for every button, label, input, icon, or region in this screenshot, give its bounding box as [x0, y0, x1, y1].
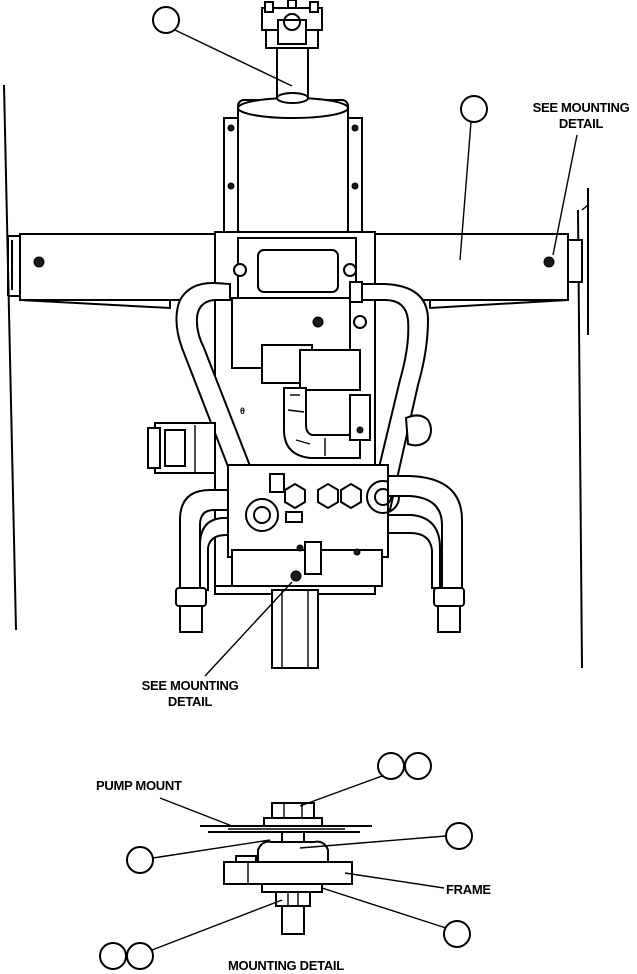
callout-circle-top — [152, 6, 180, 34]
see-mounting-right-line1: SEE MOUNTING — [532, 100, 630, 115]
see-mounting-right-line2: DETAIL — [558, 116, 604, 131]
right-bracket — [349, 394, 432, 447]
frame-rail-left — [3, 84, 17, 631]
valve-block — [227, 464, 400, 587]
leader-line-right — [459, 121, 472, 261]
filler-neck — [261, 0, 323, 104]
reservoir-tank — [223, 97, 363, 236]
mounting-bolt-right — [543, 256, 555, 268]
callout-circle-detail-e2 — [126, 942, 154, 970]
see-mounting-detail-label-bottom: SEE MOUNTING DETAIL — [130, 678, 250, 710]
leader-line-pump-mount — [159, 797, 233, 827]
pump-mount-label: PUMP MOUNT — [96, 778, 182, 793]
lower-housing — [214, 570, 376, 669]
see-mounting-bottom-line1: SEE MOUNTING — [141, 678, 239, 693]
leader-line-detail-b — [299, 835, 447, 849]
return-hose-right — [387, 475, 465, 633]
mounting-detail-drawing — [200, 802, 372, 935]
frame-label: FRAME — [446, 882, 491, 897]
callout-circle-detail-c — [126, 846, 154, 874]
see-mounting-bottom-line2: DETAIL — [167, 694, 213, 709]
mounting-detail-title: MOUNTING DETAIL — [228, 958, 344, 973]
suction-hose-left — [175, 281, 270, 520]
callout-circle-detail-a2 — [404, 752, 432, 780]
leader-line-detail-e — [151, 899, 283, 951]
callout-circle-detail-d — [443, 920, 471, 948]
frame-rail-right — [577, 188, 589, 669]
side-motor — [147, 422, 216, 474]
leader-line-top — [174, 29, 293, 87]
leader-line-see-mounting-right — [552, 134, 578, 256]
see-mounting-detail-label-right: SEE MOUNTING DETAIL — [526, 100, 636, 132]
leader-line-frame — [344, 872, 445, 889]
callout-circle-detail-a1 — [377, 752, 405, 780]
callout-circle-right — [460, 95, 488, 123]
callout-circle-detail-b — [445, 822, 473, 850]
leader-line-detail-c — [152, 839, 271, 859]
leader-line-detail-a — [299, 775, 383, 807]
return-hose-left — [175, 489, 229, 633]
svg-text:θ: θ — [240, 406, 245, 416]
leader-line-see-mounting-bottom — [204, 581, 293, 677]
suction-hose-right — [349, 281, 430, 512]
mounting-bolt-left — [33, 256, 45, 268]
leader-line-detail-d — [321, 887, 447, 929]
callout-circle-detail-e1 — [99, 942, 127, 970]
